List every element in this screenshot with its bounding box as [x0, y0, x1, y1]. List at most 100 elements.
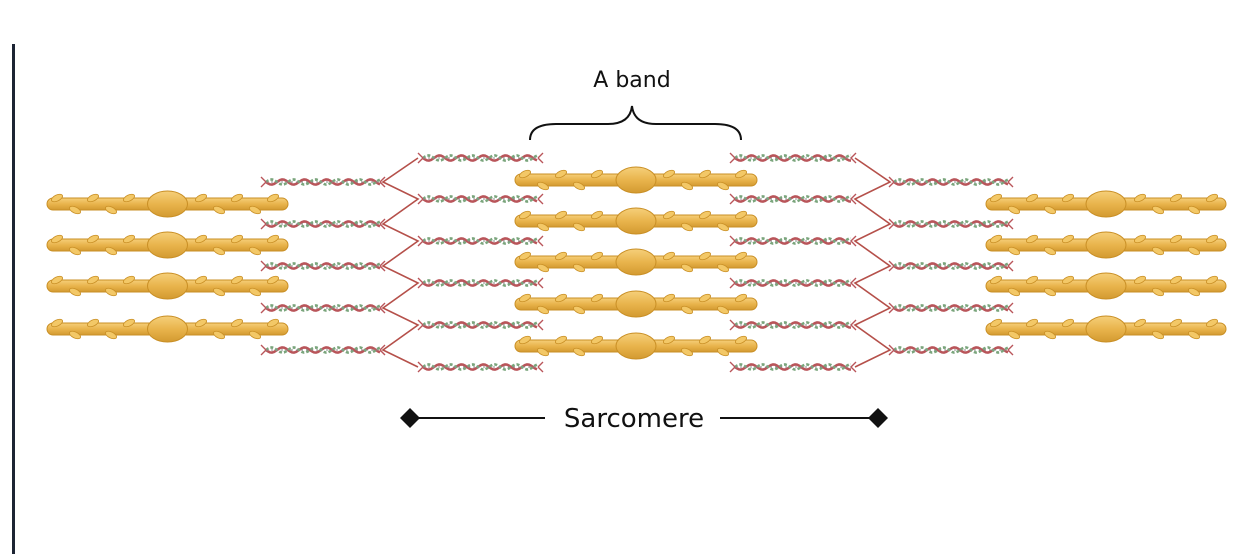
filament-end: [537, 277, 544, 289]
filament-end: [888, 218, 895, 230]
thin-filament: [260, 176, 386, 188]
myosin-head: [1152, 287, 1164, 297]
myosin-head: [537, 222, 549, 232]
myosin-head: [1008, 205, 1020, 215]
myosin-head: [1170, 318, 1182, 328]
thick-filament: [985, 190, 1227, 218]
myosin-head: [267, 234, 279, 244]
thick-filament: [46, 231, 289, 259]
actin-strand: [734, 321, 852, 329]
myosin-head: [105, 287, 117, 297]
filament-end: [260, 218, 267, 230]
actin-strand: [422, 237, 538, 245]
myosin-head: [681, 347, 693, 357]
filament-end: [417, 235, 424, 247]
myosin-head: [663, 210, 675, 220]
myosin-head: [87, 318, 99, 328]
actin-strand: [893, 262, 1009, 270]
myosin-head: [249, 246, 261, 256]
filament-end: [888, 344, 895, 356]
myosin-head: [1062, 318, 1074, 328]
actin-strand: [265, 304, 381, 312]
actin-strand: [422, 279, 538, 287]
thick-filament: [46, 272, 289, 300]
myosin-head: [555, 293, 567, 303]
filament-end: [888, 302, 895, 314]
myosin-head: [1188, 287, 1200, 297]
myosin-head: [213, 330, 225, 340]
myosin-head: [717, 181, 729, 191]
filament-end: [260, 302, 267, 314]
actin-strand: [893, 178, 1009, 186]
thick-filament: [514, 290, 758, 318]
thin-filament: [417, 152, 544, 164]
myosin-head: [990, 318, 1002, 328]
myosin-head: [1044, 205, 1056, 215]
thin-filament: [888, 302, 1014, 314]
myosin-head: [1188, 205, 1200, 215]
filament-end: [729, 361, 736, 373]
myosin-head: [573, 263, 585, 273]
myosin-head: [1206, 234, 1218, 244]
thin-filament: [417, 193, 544, 205]
myosin-head: [231, 275, 243, 285]
filament-end: [888, 260, 895, 272]
myosin-head: [699, 210, 711, 220]
sarcomere-label: Sarcomere: [564, 404, 704, 434]
filament-end: [537, 319, 544, 331]
filament-end: [417, 319, 424, 331]
myosin-head: [717, 222, 729, 232]
thin-filament: [260, 344, 386, 356]
actin-strand: [265, 178, 381, 186]
myosin-head: [519, 169, 531, 179]
myosin-head: [1026, 193, 1038, 203]
myosin-head: [1044, 330, 1056, 340]
myosin-head: [699, 169, 711, 179]
actin-strand: [265, 262, 381, 270]
myosin-head: [105, 246, 117, 256]
myosin-head: [1062, 234, 1074, 244]
myosin-head: [87, 275, 99, 285]
myosin-head: [87, 234, 99, 244]
filament-end: [379, 260, 386, 272]
myosin-head: [1152, 246, 1164, 256]
a-band-label: A band: [593, 68, 670, 93]
filament-end: [1007, 260, 1014, 272]
filament-end: [888, 176, 895, 188]
myosin-head: [1026, 234, 1038, 244]
actin-strand: [734, 363, 852, 371]
thick-filament: [46, 315, 289, 343]
filament-end: [537, 235, 544, 247]
thin-filament: [417, 277, 544, 289]
thick-filament: [46, 190, 289, 218]
filament-end: [417, 361, 424, 373]
myosin-head: [1206, 318, 1218, 328]
actin-strand: [422, 279, 538, 287]
actin-strand: [734, 363, 852, 371]
myosin-head: [123, 318, 135, 328]
actin-strand: [734, 195, 852, 203]
thick-filament: [514, 248, 758, 276]
myosin-head: [735, 335, 747, 345]
m-line-bulge: [147, 315, 188, 343]
myosin-head: [123, 234, 135, 244]
actin-strand: [893, 220, 1009, 228]
filament-end: [729, 193, 736, 205]
actin-strand: [422, 237, 538, 245]
myosin-head: [699, 251, 711, 261]
myosin-head: [591, 251, 603, 261]
myosin-head: [537, 263, 549, 273]
filament-end: [379, 176, 386, 188]
myosin-head: [267, 318, 279, 328]
myosin-head: [681, 263, 693, 273]
m-line-bulge: [1085, 315, 1127, 343]
myosin-head: [1188, 246, 1200, 256]
myosin-head: [990, 193, 1002, 203]
filament-end: [850, 319, 857, 331]
sarcomere-span: Sarcomere: [400, 404, 888, 434]
thick-filament: [514, 207, 758, 235]
thin-filament: [729, 193, 857, 205]
actin-strand: [422, 363, 538, 371]
myosin-head: [51, 193, 63, 203]
myosin-head: [195, 234, 207, 244]
